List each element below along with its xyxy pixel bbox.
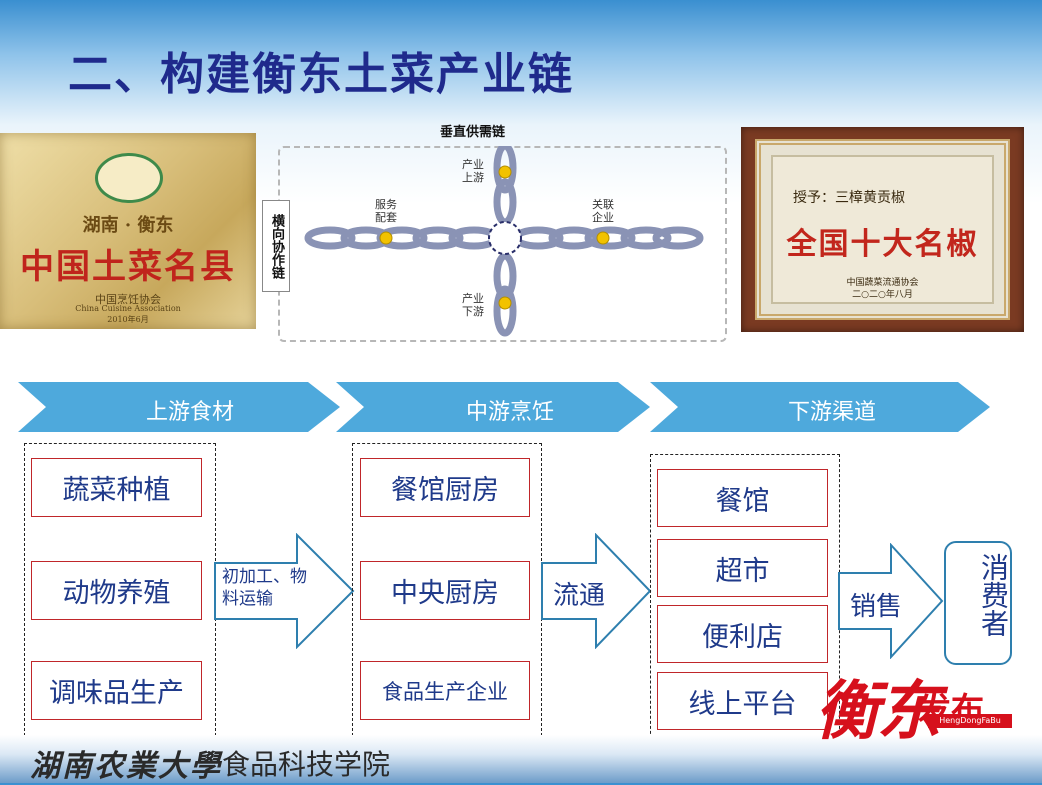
stage-label-midstream: 中游烹饪 — [465, 400, 554, 425]
stage-chevrons — [18, 382, 990, 432]
downstream-item: 便利店 — [657, 605, 828, 663]
arrow-3-icon — [838, 543, 944, 659]
chain-downstream-label: 产业下游 — [462, 292, 484, 318]
midstream-item: 食品生产企业 — [360, 661, 530, 720]
downstream-item: 餐馆 — [657, 469, 828, 527]
page-title: 二、构建衡东土菜产业链 — [68, 49, 574, 100]
upstream-item: 调味品生产 — [31, 661, 202, 720]
logo-tag: HengDongFaBu — [928, 714, 1012, 728]
chain-diagram-icon — [304, 146, 704, 337]
chain-upstream-label: 产业上游 — [462, 158, 484, 184]
downstream-item: 线上平台 — [657, 672, 828, 730]
midstream-item: 餐馆厨房 — [360, 458, 530, 517]
chain-related-label: 关联企业 — [592, 198, 614, 224]
stage-chevron-3 — [650, 382, 990, 432]
plaque-right-line4: 二○二○年八月 — [852, 290, 913, 300]
arrow-2-label: 流通 — [553, 581, 606, 611]
consumer-label: 消费者 — [977, 553, 1010, 637]
plaque-left-line3: 中国烹饪协会 — [95, 293, 161, 306]
downstream-item: 超市 — [657, 539, 828, 597]
plaque-image-right: 授予：三樟黄贡椒 全国十大名椒 中国蔬菜流通协会 二○二○年八月 — [741, 127, 1024, 332]
chain-service-label: 服务配套 — [375, 198, 397, 224]
upstream-item: 蔬菜种植 — [31, 458, 202, 517]
stage-chevron-1 — [18, 382, 340, 432]
plaque-left-line4: China Cuisine Association — [75, 304, 181, 313]
footer-school-name: 湖南农業大學 — [30, 749, 222, 784]
stage-label-downstream: 下游渠道 — [787, 400, 876, 425]
consumer-box: 消费者 — [944, 541, 1012, 665]
chain-title: 垂直供需链 — [440, 125, 506, 140]
arrow-1-label: 初加工、物料运输 — [222, 567, 307, 609]
footer-band — [0, 735, 1042, 783]
logo-main: 衡东 — [815, 674, 941, 749]
plaque-left-line5: 2010年6月 — [107, 315, 149, 324]
midstream-item: 中央厨房 — [360, 561, 530, 620]
upstream-item: 动物养殖 — [31, 561, 202, 620]
arrow-3-label: 销售 — [850, 592, 903, 622]
stage-label-upstream: 上游食材 — [145, 400, 234, 425]
plaque-image-left: 湖南 · 衡东 中国土菜名县 中国烹饪协会 China Cuisine Asso… — [0, 133, 256, 329]
chain-side-label: 横向协作链 — [262, 200, 290, 292]
arrow-1-icon — [214, 533, 355, 649]
association-emblem-icon — [95, 153, 163, 203]
plaque-right-line2: 全国十大名椒 — [786, 227, 979, 262]
plaque-right-line3: 中国蔬菜流通协会 — [846, 278, 919, 288]
plaque-left-line1: 湖南 · 衡东 — [82, 215, 174, 236]
plaque-left-line2: 中国土菜名县 — [20, 247, 236, 287]
plaque-right-line1: 授予：三樟黄贡椒 — [793, 190, 905, 206]
footer-college-name: 食品科技学院 — [222, 748, 391, 781]
stage-chevron-2 — [336, 382, 650, 432]
arrow-2-icon — [541, 533, 652, 649]
